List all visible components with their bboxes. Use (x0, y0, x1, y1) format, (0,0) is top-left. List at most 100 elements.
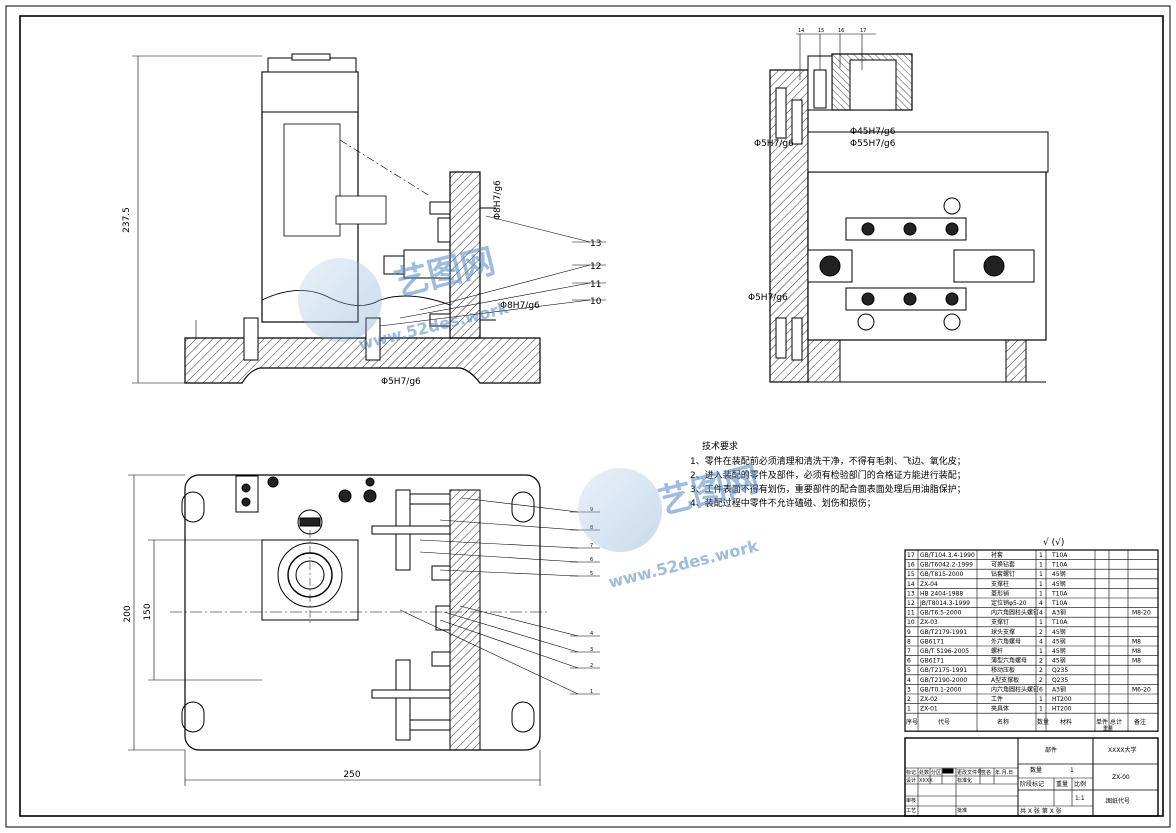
bom-cell: 2 (907, 696, 911, 703)
bom-cell: GB/T6042.2-1999 (920, 562, 973, 569)
tech-note-1: 1、零件在装配前必须清理和清洗干净，不得有毛刺、飞边、氧化皮； (690, 455, 966, 467)
bom-cell: Q235 (1052, 667, 1068, 674)
bom-cell: M8 (1132, 658, 1141, 665)
svg-text:标准化: 标准化 (957, 777, 972, 784)
bom-cell: GB6171 (920, 638, 944, 645)
bom-cell: 菱形销 (991, 589, 1009, 597)
balloon-13: 13 (590, 239, 601, 249)
bom-cell: 1 (1039, 706, 1043, 713)
bom-cell: ZX-02 (920, 696, 938, 703)
bom-cell: 衬套 (991, 551, 1003, 559)
balloon-10: 10 (590, 297, 602, 307)
tb-qty-label: 数量 (1030, 766, 1042, 774)
svg-text:更改文件号: 更改文件号 (957, 769, 982, 776)
dim-plan-height: 200 (123, 605, 133, 622)
bom-cell: 1 (1039, 581, 1043, 588)
dim-plan-width: 250 (343, 770, 360, 780)
bom-cell: 薄型六角螺母 (991, 657, 1027, 665)
bom-cell: T10A (1051, 600, 1068, 607)
balloon-3: 3 (590, 647, 593, 653)
bom-cell: ZX-01 (920, 706, 938, 713)
balloon-6: 6 (590, 557, 593, 563)
fit-right-b: Φ55H7/g6 (850, 139, 896, 149)
bom-cell: 移动压板 (991, 666, 1015, 674)
bom-cell: M8 (1132, 648, 1141, 655)
bom-cell: 8 (907, 638, 911, 645)
bom-cell: M6-20 (1132, 686, 1151, 693)
bom-cell: 7 (907, 648, 911, 655)
tb-scale-label: 比例 (1074, 780, 1086, 788)
bom-cell: 15 (907, 571, 915, 578)
bom-cell: M8-20 (1132, 610, 1151, 617)
bom-cell: ZX-03 (920, 619, 938, 626)
bom-header-cell: 单件 (1096, 718, 1108, 726)
bom-cell: GB/T 5196-2005 (920, 648, 969, 655)
balloon-14: 14 (798, 28, 804, 34)
bom-cell: 17 (907, 552, 915, 559)
tb-weight-label: 重量 (1056, 780, 1068, 788)
svg-text:批准: 批准 (957, 807, 967, 814)
bom-cell: GB/T2190-2000 (920, 677, 967, 684)
bom-cell: 2 (1039, 667, 1043, 674)
tb-scale-value: 1:1 (1075, 795, 1085, 802)
bom-header-cell: 备注 (1134, 718, 1146, 726)
bom-cell: 13 (907, 590, 915, 597)
balloon-1: 1 (590, 689, 593, 695)
svg-text:标记: 标记 (906, 769, 916, 776)
dim-plan-inner: 150 (143, 603, 153, 620)
bom-cell: 4 (1039, 600, 1043, 607)
bom-cell: 45钢 (1052, 637, 1066, 645)
bom-cell: 10 (907, 619, 915, 626)
bom-cell: 工件 (991, 695, 1003, 703)
tech-notes: 技术要求 1、零件在装配前必须清理和清洗干净，不得有毛刺、飞边、氧化皮； 2、进… (690, 440, 966, 509)
bom-cell: HB 2404-1988 (920, 590, 963, 597)
tb-stage-label: 阶段标记 (1020, 780, 1044, 788)
bom-cell: HT200 (1052, 706, 1072, 713)
plan-dims (128, 474, 541, 786)
bom-cell: GB/T815-2000 (920, 571, 964, 578)
fit-right-c: Φ5H7/g6 (754, 139, 794, 149)
bom-cell: GB/T6.5-2000 (920, 610, 962, 617)
tb-part-label: 部件 (1045, 746, 1057, 754)
bom-cell: 1 (1039, 571, 1043, 578)
bom-cell: 4 (1039, 610, 1043, 617)
bom-cell: 定位销φ5-20 (991, 599, 1027, 607)
bom-cell: 5 (907, 667, 911, 674)
bom-cell: 1 (1039, 619, 1043, 626)
bom-cell: 钻套螺钉 (991, 570, 1015, 578)
bom-cell: GB/T2179-1991 (920, 629, 967, 636)
bom-cell: GB/T2175-1991 (920, 667, 967, 674)
bom-header-cell: 名称 (997, 718, 1009, 726)
svg-text:处数: 处数 (919, 769, 929, 776)
bom-header-cell: 代号 (938, 718, 950, 726)
bom-cell: 3 (907, 686, 911, 693)
tb-school: XXXX大学 (1108, 746, 1136, 754)
bom-cell: 45钢 (1052, 580, 1066, 588)
balloon-2: 2 (590, 663, 593, 669)
tech-note-4: 4、装配过程中零件不允许磕碰、划伤和损伤； (690, 497, 876, 509)
bom-cell: 2 (1039, 677, 1043, 684)
bom-cell: 支撑钉 (991, 618, 1009, 626)
bom-cell: GB/T104.3.4-1990 (920, 552, 975, 559)
tb-drawing-code-label: 图纸代号 (1106, 797, 1130, 805)
balloon-16: 16 (838, 28, 844, 34)
bom-cell: HT200 (1052, 696, 1072, 703)
bom-cell: JB/T8014.3-1999 (919, 600, 970, 607)
bom-cell: GB6171 (920, 658, 944, 665)
svg-text:签名: 签名 (981, 769, 991, 776)
bom-cell: 4 (907, 677, 911, 684)
inner-frame (19, 15, 1164, 817)
bom-cell: 9 (907, 629, 911, 636)
svg-text:设计: 设计 (906, 777, 916, 784)
bom-cell: 1 (1039, 648, 1043, 655)
bom-cell: 1 (1039, 696, 1043, 703)
bom-cell: A3钢 (1052, 685, 1066, 693)
fit-left-mid: Φ8H7/g6 (500, 301, 540, 311)
bom-cell: 12 (907, 600, 915, 607)
bom-header-weight: 重量 (1103, 725, 1113, 732)
roughness-symbol: √ (√) (1043, 537, 1064, 548)
svg-text:工艺: 工艺 (906, 808, 916, 814)
bom-cell: 夹具体 (991, 705, 1009, 713)
